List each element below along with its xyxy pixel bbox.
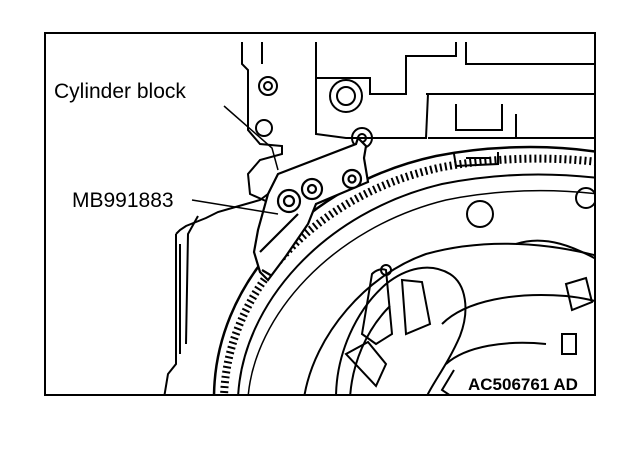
figure-id: AC506761 AD [468,375,578,394]
tool-leader [191,199,279,215]
flywheel-hub [335,239,594,394]
diagram-frame: Cylinder block MB991883 AC506761 AD [44,32,596,396]
cylinder-block-leader [223,105,279,171]
tool-mb991883 [252,135,370,282]
label-cylinder-block: Cylinder block [54,80,186,103]
figure-id-backdrop [466,372,594,394]
cylinder-block [163,42,594,394]
label-tool-number: MB991883 [72,189,174,212]
ring-gear [212,145,594,394]
engine-illustration: Cylinder block MB991883 AC506761 AD [54,42,594,394]
